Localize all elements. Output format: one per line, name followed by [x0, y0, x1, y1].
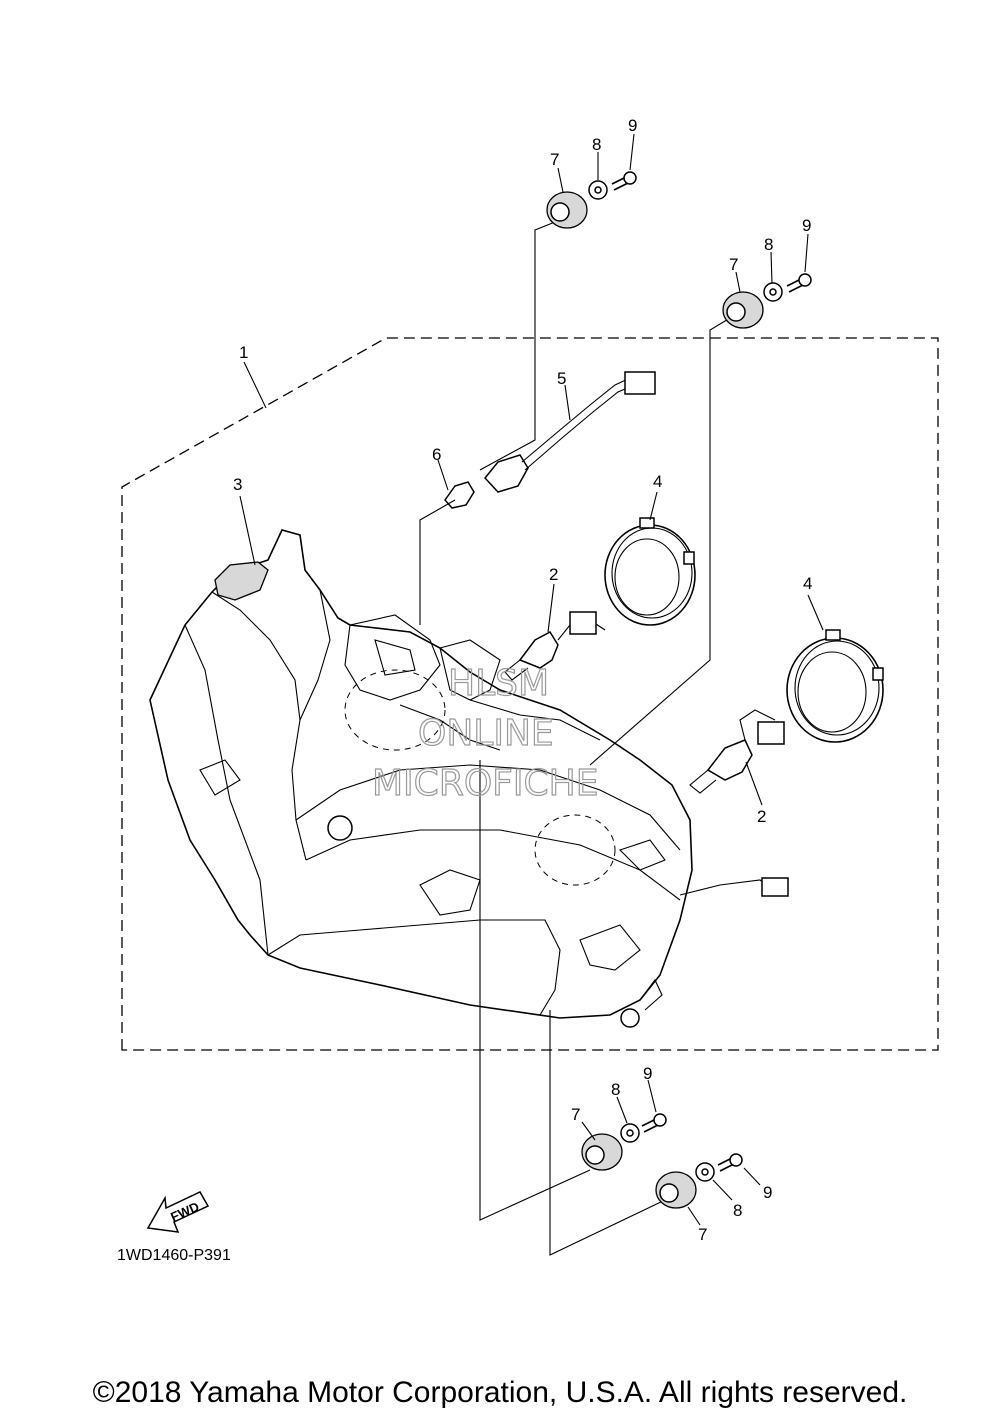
headlight-bulb-lower	[689, 709, 785, 806]
position-light-assembly	[214, 495, 269, 601]
part-number-2-upper: 2	[549, 565, 558, 584]
part-number-4-upper: 4	[653, 472, 662, 491]
grommet-set-right	[722, 233, 812, 329]
part-number-9-right: 9	[802, 216, 811, 235]
copyright-footer: ©2018 Yamaha Motor Corporation, U.S.A. A…	[92, 1376, 908, 1409]
leader-1	[243, 361, 267, 409]
part-number-8-top: 8	[592, 135, 601, 154]
leader-grommet-bottom-right	[549, 1010, 666, 1256]
part-number-1: 1	[239, 343, 248, 362]
part-number-8-bottom-left: 8	[611, 1080, 620, 1099]
part-number-9-bottom-left: 9	[643, 1064, 652, 1083]
diagram-reference-code: 1WD1460-P391	[117, 1247, 231, 1264]
leader-grommet-top	[479, 219, 561, 471]
part-number-6: 6	[432, 445, 441, 464]
headlight-socket-ring-upper	[604, 491, 696, 626]
part-number-5: 5	[557, 369, 566, 388]
part-number-7-bottom-right: 7	[698, 1225, 707, 1244]
headlight-socket-ring-lower	[786, 594, 884, 743]
part-number-2-lower: 2	[757, 807, 766, 826]
watermark: HLSM ONLINE MICROFICHE	[371, 662, 599, 804]
watermark-line-2: ONLINE	[418, 713, 554, 754]
fwd-arrow-icon: FWD	[146, 1191, 210, 1233]
headlight-bulb-upper	[504, 583, 606, 681]
leader-grommet-bottom-left	[479, 760, 591, 1221]
position-light-bulb	[437, 459, 475, 509]
position-light-socket-harness	[484, 371, 656, 493]
leader-grommet-right	[589, 317, 731, 766]
grommet-set-bottom-right	[655, 1153, 761, 1226]
part-number-9-top: 9	[628, 116, 637, 135]
part-number-4-lower: 4	[803, 574, 812, 593]
leader-bulb6	[419, 499, 456, 625]
watermark-line-1: HLSM	[448, 663, 549, 704]
watermark-line-3: MICROFICHE	[372, 763, 598, 804]
part-number-3: 3	[233, 475, 242, 494]
part-number-7-top: 7	[550, 150, 559, 169]
part-number-8-right: 8	[764, 235, 773, 254]
fwd-label: FWD	[168, 1199, 201, 1225]
part-number-7-right: 7	[729, 255, 738, 274]
grommet-set-bottom-left	[581, 1079, 667, 1171]
part-number-7-bottom-left: 7	[571, 1105, 580, 1124]
reflector-circle-right	[534, 814, 616, 886]
part-number-8-bottom-right: 8	[733, 1201, 742, 1220]
assembly-boundary	[121, 337, 939, 1051]
reflector-circle-left	[344, 669, 446, 751]
part-number-9-bottom-right: 9	[763, 1183, 772, 1202]
grommet-set-top	[546, 133, 637, 229]
